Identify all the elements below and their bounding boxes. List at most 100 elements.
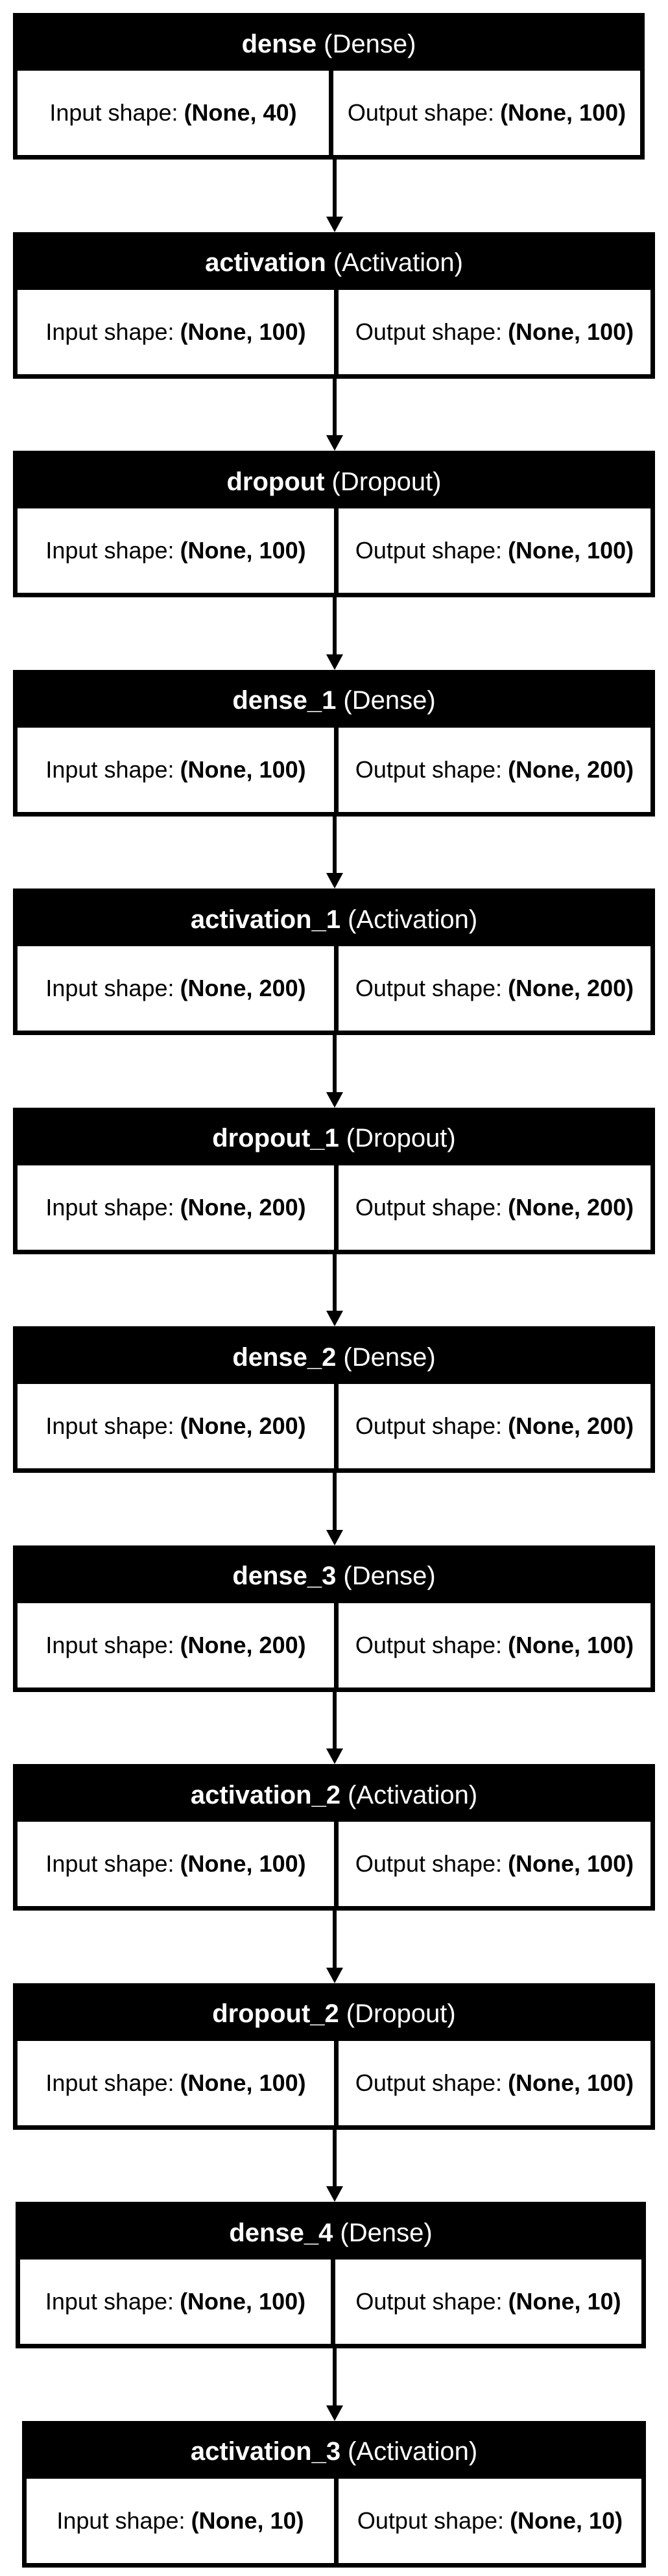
layer-shapes: Input shape:(None, 100)Output shape:(Non… (18, 504, 650, 593)
layer-type: (Dense) (324, 29, 416, 58)
input-shape-cell: Input shape:(None, 10) (27, 2474, 334, 2563)
input-shape-value: (None, 200) (180, 1413, 306, 1439)
layer-node: dropout(Dropout)Input shape:(None, 100)O… (13, 451, 655, 597)
layer-header: dense_3(Dense) (18, 1549, 650, 1603)
arrow-line (333, 1254, 337, 1313)
output-shape-cell: Output shape:(None, 10) (334, 2474, 641, 2563)
output-shape-label: Output shape: (355, 1631, 503, 1658)
input-shape-value: (None, 40) (184, 99, 297, 126)
input-shape-label: Input shape: (45, 1631, 174, 1658)
layer-node: dense_4(Dense)Input shape:(None, 100)Out… (16, 2202, 646, 2348)
layer-name: activation_1 (190, 905, 341, 934)
input-shape-label: Input shape: (45, 318, 174, 345)
output-shape-cell: Output shape:(None, 10) (331, 2255, 641, 2344)
layer-shapes: Input shape:(None, 10)Output shape:(None… (27, 2474, 641, 2563)
layer-node: activation_2(Activation)Input shape:(Non… (13, 1764, 655, 1911)
layer-type: (Activation) (333, 248, 463, 277)
output-shape-cell: Output shape:(None, 100) (334, 1598, 650, 1688)
input-shape-label: Input shape: (49, 99, 178, 126)
input-shape-cell: Input shape:(None, 100) (18, 1817, 334, 1906)
output-shape-cell: Output shape:(None, 200) (334, 722, 650, 812)
input-shape-cell: Input shape:(None, 200) (18, 942, 334, 1031)
layer-node: dropout_2(Dropout)Input shape:(None, 100… (13, 1983, 655, 2130)
output-shape-value: (None, 100) (508, 537, 634, 564)
layer-name: dense (241, 29, 317, 58)
arrow-line (333, 378, 337, 438)
layer-header: dropout(Dropout) (18, 455, 650, 508)
output-shape-label: Output shape: (355, 756, 503, 783)
layer-shapes: Input shape:(None, 200)Output shape:(Non… (18, 1598, 650, 1688)
layer-shapes: Input shape:(None, 100) Output shape: (Non… (18, 2036, 650, 2125)
layer-header: activation_2(Activation) (18, 1769, 650, 1822)
input-shape-cell: Input shape:(None, 200) (18, 1160, 334, 1250)
layer-type: (Activation) (348, 2437, 478, 2466)
arrow-line (333, 2129, 337, 2189)
output-shape-value: (None, 100) (500, 99, 626, 126)
arrow-down-icon (326, 1529, 343, 1545)
layer-shapes: Input shape:(None, 200)Output shape:(Non… (18, 1379, 650, 1468)
output-shape-label: Output shape: (355, 1193, 503, 1221)
output-shape-label: Output shape: (355, 2288, 503, 2315)
output-shape-label: Output shape: (355, 537, 503, 564)
input-shape-label: Input shape: (45, 1413, 174, 1439)
output-shape-value: (None, 200) (508, 756, 634, 783)
output-shape-cell: Output shape:(None, 200) (334, 1379, 650, 1468)
input-shape-cell: Input shape:(None, 200) (18, 1598, 334, 1688)
arrow-line (333, 1911, 337, 1970)
layer-shapes: Input shape:(None, 200)Output shape:(Non… (18, 942, 650, 1031)
arrow-down-icon (326, 2405, 343, 2421)
arrow-line (333, 2348, 337, 2408)
output-shape-value: (None, 100) (508, 1850, 634, 1877)
layer-shapes: Input shape:(None, 100)Output shape:(Non… (18, 1817, 650, 1906)
arrow-line (333, 1691, 337, 1751)
output-shape-label: Output shape: (355, 1850, 503, 1877)
input-shape-value: (None, 100) (180, 756, 306, 783)
layer-header: dense_1(Dense) (18, 674, 650, 728)
input-shape-label: Input shape: (45, 1850, 174, 1877)
layer-name: activation_3 (190, 2437, 341, 2466)
layer-name: activation (205, 248, 326, 277)
input-shape-value: (None, 100) (180, 1850, 306, 1877)
layer-node: activation_1(Activation)Input shape:(Non… (13, 888, 655, 1035)
layer-node: dense(Dense) Input shape:(None, 40) Output… (13, 13, 645, 160)
arrow-line (333, 816, 337, 876)
output-shape-cell: Output shape:(None, 100) (334, 504, 650, 593)
input-shape-cell: Input shape:(None, 100) (18, 504, 334, 593)
output-shape-label: Output shape: (355, 318, 503, 345)
input-shape-value: (None, 100) (180, 2069, 306, 2096)
layer-name: dense_3 (232, 1562, 337, 1590)
layer-header: dense_4(Dense) (20, 2206, 641, 2260)
output-shape-cell: Output shape:(None, 100) (334, 1817, 650, 1906)
layer-name: dropout (226, 467, 325, 496)
layer-name: dense_1 (232, 686, 337, 715)
layer-type: (Activation) (348, 1780, 478, 1809)
arrow-down-icon (326, 2186, 343, 2202)
arrow-down-icon (326, 654, 343, 670)
layer-node: activation_3(Activation)Input shape:(Non… (22, 2420, 646, 2568)
layer-node: dropout_1(Dropout)Input shape:(None, 200… (13, 1107, 655, 1254)
output-shape-value: (None, 200) (508, 975, 634, 1001)
layer-header: dense_2(Dense) (18, 1331, 650, 1384)
input-shape-label: Input shape: (45, 1193, 174, 1221)
output-shape-label: Output shape: (347, 99, 495, 126)
layer-node: dense_3(Dense)Input shape:(None, 200)Out… (13, 1545, 655, 1692)
arrow-line (333, 1473, 337, 1532)
output-shape-value: (None, 10) (508, 2288, 621, 2315)
input-shape-cell: Input shape:(None, 200) (18, 1379, 334, 1468)
output-shape-value: (None, 100) (508, 1631, 634, 1658)
arrow-down-icon (326, 216, 343, 232)
output-shape-cell: Output shape:(None, 100) (334, 285, 650, 374)
input-shape-cell: Input shape:(None, 100) (18, 2036, 334, 2125)
output-shape-label: Output shape: (355, 2069, 503, 2096)
output-shape-cell: Output shape:(None, 200) (334, 942, 650, 1031)
layer-header: dropout_1(Dropout) (18, 1112, 650, 1165)
input-shape-label: Input shape: (45, 975, 174, 1001)
layer-type: (Dropout) (346, 1999, 456, 2028)
layer-header: activation_1(Activation) (18, 893, 650, 946)
layer-type: (Dense) (343, 1342, 436, 1372)
layer-header: activation_3(Activation) (27, 2425, 641, 2479)
layer-type: (Activation) (348, 905, 478, 934)
output-shape-value: (None, 10) (510, 2507, 623, 2534)
arrow-down-icon (326, 1091, 343, 1108)
